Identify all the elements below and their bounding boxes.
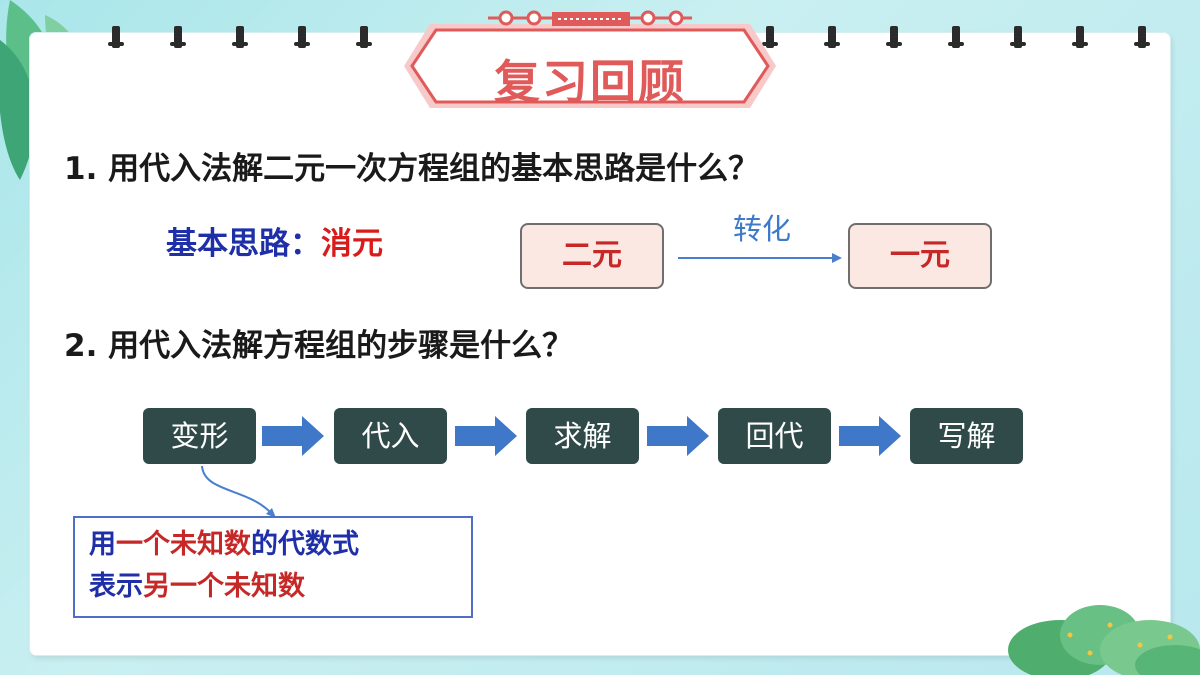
question-2: 2. 用代入法解方程组的步骤是什么？ — [64, 328, 574, 364]
note-text: 表示 — [89, 571, 143, 602]
binder-ring — [1134, 26, 1150, 48]
step-arrow-icon — [839, 416, 901, 456]
binder-ring — [824, 26, 840, 48]
binder-ring — [886, 26, 902, 48]
note-line-2: 表示另一个未知数 — [89, 566, 457, 608]
note-text: 用 — [89, 529, 116, 560]
step-arrow-icon — [455, 416, 517, 456]
step-transform: 变形 — [143, 408, 256, 464]
binder-ring — [356, 26, 372, 48]
note-text: 另一个未知数 — [143, 571, 305, 602]
question-1: 1. 用代入法解二元一次方程组的基本思路是什么？ — [64, 151, 760, 187]
binder-ring — [108, 26, 124, 48]
note-text: 的代数式 — [251, 529, 359, 560]
transform-note: 用一个未知数的代数式 表示另一个未知数 — [73, 516, 473, 618]
title-banner: 复习回顾 — [400, 10, 780, 110]
step-write-solution: 写解 — [910, 408, 1023, 464]
convert-from-box: 二元 — [520, 223, 664, 289]
basic-idea-value: 消元 — [321, 226, 383, 262]
basic-idea: 基本思路：消元 — [166, 218, 383, 263]
step-arrow-icon — [262, 416, 324, 456]
basic-idea-label: 基本思路： — [166, 226, 321, 262]
convert-label: 转化 — [733, 212, 792, 246]
note-connector-arrow-icon — [201, 465, 276, 518]
step-arrow-icon — [647, 416, 709, 456]
binder-ring — [948, 26, 964, 48]
note-text: 一个未知数 — [116, 529, 251, 560]
bush-decoration — [1008, 605, 1200, 675]
binder-ring — [1072, 26, 1088, 48]
step-back-substitute: 回代 — [718, 408, 831, 464]
binder-ring — [232, 26, 248, 48]
binder-ring — [294, 26, 310, 48]
binder-ring — [170, 26, 186, 48]
page-title: 复习回顾 — [494, 55, 686, 109]
binder-ring — [762, 26, 778, 48]
convert-to-box: 一元 — [848, 223, 992, 289]
title-banner-frame — [404, 10, 776, 108]
step-substitute: 代入 — [334, 408, 447, 464]
step-solve: 求解 — [526, 408, 639, 464]
note-line-1: 用一个未知数的代数式 — [89, 524, 457, 566]
convert-arrow-icon — [678, 253, 842, 263]
binder-ring — [1010, 26, 1026, 48]
